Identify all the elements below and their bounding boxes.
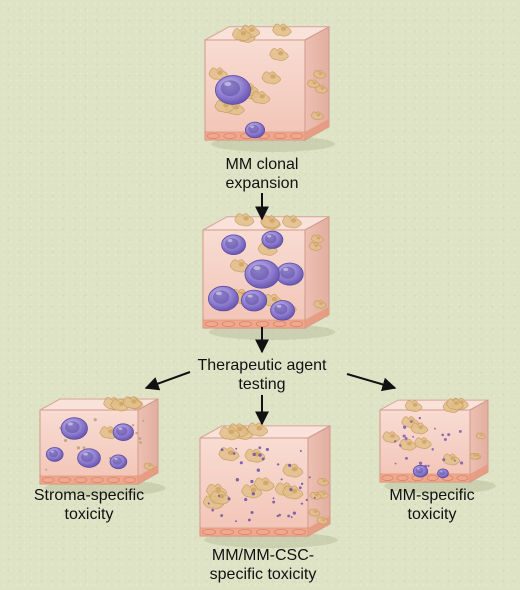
cube-mm-csc-specific-toxicity bbox=[199, 422, 338, 548]
label-mm-line2: toxicity bbox=[407, 506, 457, 523]
arrow-testing-to-right bbox=[346, 373, 397, 392]
cube-clonal-expansion bbox=[202, 213, 336, 340]
cube-base-layer bbox=[202, 319, 306, 329]
label-therapeutic-testing: Therapeutic agent testing bbox=[186, 356, 338, 394]
label-mm-toxicity: MM-specific toxicity bbox=[372, 486, 492, 524]
label-stroma-toxicity: Stroma-specific toxicity bbox=[24, 486, 154, 524]
label-clonal-expansion: MM clonal expansion bbox=[210, 155, 314, 193]
label-csc-line2: specific toxicity bbox=[209, 566, 317, 583]
arrow-testing-to-left bbox=[144, 371, 191, 391]
cube-front-face bbox=[39, 409, 139, 485]
label-mm-line1: MM-specific bbox=[389, 487, 475, 504]
cube-initial-culture bbox=[204, 23, 335, 152]
label-csc-toxicity: MM/MM-CSC- specific toxicity bbox=[192, 546, 334, 584]
label-stroma-line1: Stroma-specific bbox=[33, 487, 145, 504]
label-clonal-line1: MM clonal bbox=[225, 156, 299, 173]
cube-base-layer bbox=[39, 475, 139, 485]
cube-base-layer bbox=[199, 527, 309, 537]
label-agent-line1: Therapeutic agent bbox=[197, 357, 327, 374]
cube-mm-specific-toxicity bbox=[379, 397, 496, 494]
cube-stroma-specific-toxicity bbox=[39, 396, 166, 496]
label-csc-line1: MM/MM-CSC- bbox=[211, 547, 315, 564]
label-agent-line2: testing bbox=[238, 376, 286, 393]
label-clonal-line2: expansion bbox=[225, 175, 299, 192]
label-stroma-line2: toxicity bbox=[64, 506, 114, 523]
